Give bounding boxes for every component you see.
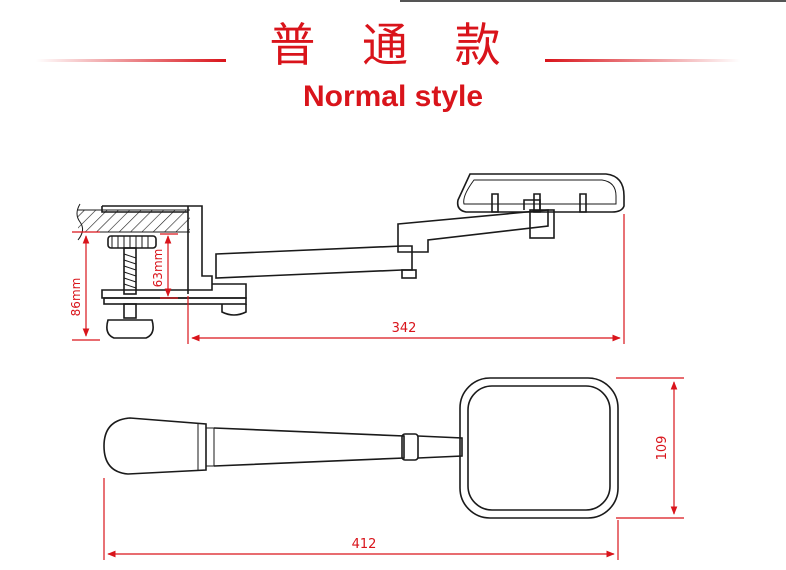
armrest-pad-top: [459, 377, 619, 519]
title-chinese: 普 通 款: [269, 18, 517, 72]
clamp-screw: [106, 235, 157, 339]
dimension-label-109: 109: [655, 436, 670, 461]
side-view: 86mm 63mm 342: [69, 173, 625, 344]
dimension-label-412: 412: [352, 537, 377, 552]
dimension-top-length: 412: [103, 478, 619, 560]
dimension-label-342: 342: [392, 321, 417, 336]
dimension-clamp-opening: 63mm: [151, 233, 178, 299]
lower-arm: [215, 245, 417, 279]
title-rule-right: [545, 59, 740, 62]
top-divider-line: [400, 0, 786, 2]
dimension-label-63mm: 63mm: [151, 249, 165, 288]
title-english: Normal style: [302, 80, 484, 113]
dimension-side-length: 342: [187, 214, 625, 344]
dimension-clamp-height: 86mm: [69, 231, 100, 341]
dimension-pad-width: 109: [616, 377, 684, 519]
upper-arm: [397, 199, 555, 253]
title-rule-left: [36, 59, 226, 62]
dimension-label-86mm: 86mm: [69, 278, 83, 317]
clamp-end-top: [103, 417, 215, 475]
top-view: 109 412: [103, 377, 684, 560]
armrest-pad-side: [456, 173, 625, 213]
arm-bar-top: [213, 427, 463, 467]
desk-edge: [76, 203, 190, 241]
